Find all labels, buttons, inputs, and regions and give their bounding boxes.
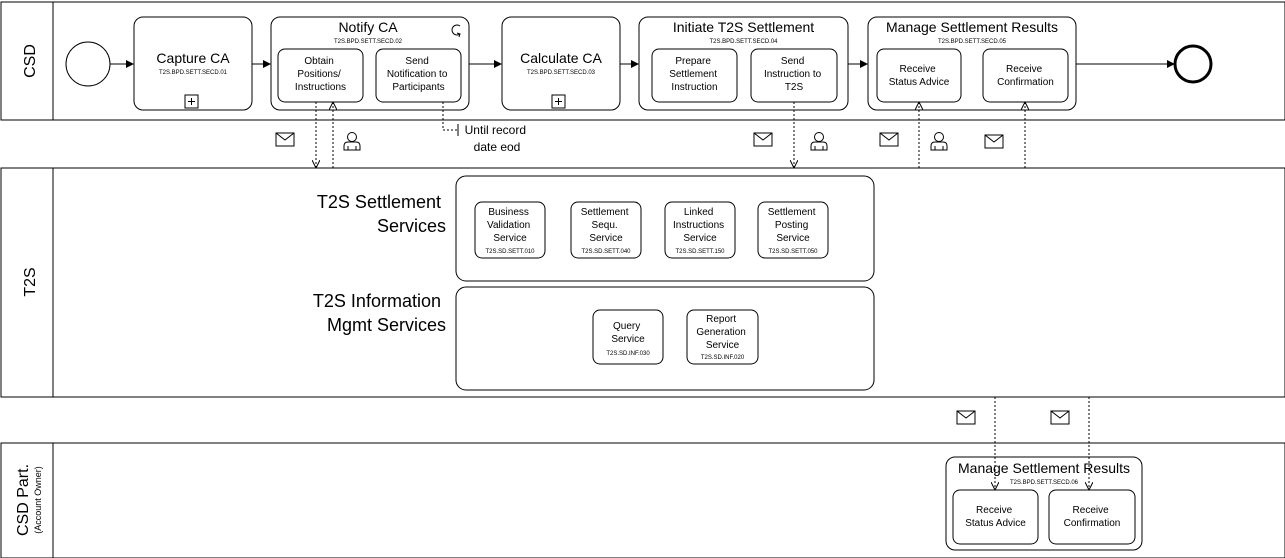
message-flows — [316, 102, 1089, 489]
svg-text:Until record date eod: Until record date eod — [465, 123, 530, 154]
task-obtain-positions[interactable]: Obtain Positions/ Instructions — [277, 48, 364, 103]
subprocess-manage-settlement-results-csd[interactable]: Manage Settlement Results T2S.BPD.SETT.S… — [867, 16, 1077, 111]
subprocess-manage-settlement-results-participant[interactable]: Manage Settlement Results T2S.BPD.SETT.S… — [945, 456, 1143, 551]
subprocess-notify-ca[interactable]: Notify CA T2S.BPD.SETT.SECD.02 Obtain Po… — [270, 16, 470, 111]
notify-ca-title: Notify CA — [338, 19, 398, 35]
svg-text:T2S.SD.INF.020: T2S.SD.INF.020 — [701, 355, 745, 361]
svg-text:Obtain Positions/: Obtain Positions/ Instructions — [295, 56, 346, 93]
capture-ca-code: T2S.BPD.SETT.SECD.01 — [159, 70, 228, 76]
subprocess-initiate-t2s-settlement[interactable]: Initiate T2S Settlement T2S.BPD.SETT.SEC… — [638, 16, 849, 111]
start-event — [65, 41, 111, 87]
svg-text:T2S.SD.SETT.040: T2S.SD.SETT.040 — [581, 249, 631, 255]
service-linked-instructions[interactable]: Linked Instructions Service T2S.SD.SETT.… — [664, 201, 736, 259]
notify-ca-code: T2S.BPD.SETT.SECD.02 — [334, 39, 403, 45]
capture-ca-title: Capture CA — [156, 50, 230, 66]
message-envelope-icon — [275, 132, 295, 147]
task-send-notification[interactable]: Send Notification to Participants — [375, 48, 462, 103]
message-envelope-icon — [753, 132, 773, 147]
svg-text:Receive Confirmation: Receive Confirmation — [997, 64, 1054, 88]
loop-icon — [451, 24, 461, 38]
user-icon — [810, 132, 828, 151]
participant-manage-code: T2S.BPD.SETT.SECD.06 — [1010, 480, 1079, 486]
task-receive-confirmation[interactable]: Receive Confirmation — [982, 48, 1069, 103]
svg-text:Business Validation: Business Validation Service — [487, 207, 533, 244]
user-icon — [343, 132, 361, 151]
t2s-information-services-group — [455, 286, 875, 391]
svg-text:Settlement Sequ. S: Settlement Sequ. Service — [581, 207, 632, 244]
svg-text:Receive Status Advice: Receive Status Advice — [889, 64, 950, 88]
end-event — [1173, 44, 1213, 84]
svg-text:T2S.SD.SETT.010: T2S.SD.SETT.010 — [485, 249, 535, 255]
user-icon — [930, 132, 948, 151]
calculate-ca-code: T2S.BPD.SETT.SECD.03 — [527, 70, 596, 76]
task-participant-receive-confirmation[interactable]: Receive Confirmation — [1048, 489, 1136, 545]
initiate-title: Initiate T2S Settlement — [673, 19, 814, 35]
manage-code: T2S.BPD.SETT.SECD.05 — [938, 39, 1007, 45]
task-receive-status-advice[interactable]: Receive Status Advice — [876, 48, 962, 103]
service-settlement-posting[interactable]: Settlement Posting Service T2S.SD.SETT.0… — [757, 201, 829, 259]
message-envelope-icon — [879, 132, 899, 147]
task-participant-receive-status-advice[interactable]: Receive Status Advice — [952, 489, 1039, 545]
lane-label-csd: CSD — [22, 44, 39, 78]
annotation-until-record-date: Until record date eod — [442, 102, 530, 154]
message-envelope-icon — [1050, 410, 1070, 425]
svg-text:Report Generation: Report Generation Service — [696, 314, 748, 351]
lane-label-csd-part: CSD Part. — [15, 464, 32, 536]
service-business-validation[interactable]: Business Validation Service T2S.SD.SETT.… — [474, 201, 546, 259]
svg-text:Receive Confirmation: Receive Confirmation — [1064, 505, 1121, 529]
svg-text:T2S.SD.INF.030: T2S.SD.INF.030 — [606, 351, 650, 357]
svg-text:Send Instruction to: Send Instruction to T2S — [764, 56, 824, 93]
task-prepare-settlement-instruction[interactable]: Prepare Settlement Instruction — [651, 48, 738, 103]
subprocess-capture-ca[interactable]: Capture CA T2S.BPD.SETT.SECD.01 — [133, 16, 253, 111]
participant-manage-title: Manage Settlement Results — [958, 460, 1130, 476]
t2s-settlement-services-title: T2S Settlement Services — [317, 192, 446, 236]
svg-text:Send Notification to: Send Notification to Participants — [387, 56, 450, 93]
svg-text:Linked Instructions: Linked Instructions Service — [673, 207, 727, 244]
task-send-instruction-to-t2s[interactable]: Send Instruction to T2S — [750, 48, 838, 103]
svg-text:Prepare Settlement: Prepare Settlement Instruction — [669, 56, 720, 93]
subprocess-calculate-ca[interactable]: Calculate CA T2S.BPD.SETT.SECD.03 — [501, 16, 621, 111]
service-report-generation[interactable]: Report Generation Service T2S.SD.INF.020 — [686, 309, 759, 365]
t2s-information-services-title: T2S Information Mgmt Services — [313, 291, 446, 335]
svg-text:Receive Status Advice: Receive Status Advice — [965, 505, 1026, 529]
manage-title: Manage Settlement Results — [886, 19, 1058, 35]
svg-text:Settlement Posting: Settlement Posting Service — [768, 207, 819, 244]
service-settlement-sequ[interactable]: Settlement Sequ. Service T2S.SD.SETT.040 — [570, 201, 642, 259]
lane-label-t2s: T2S — [22, 267, 39, 296]
calculate-ca-title: Calculate CA — [520, 50, 602, 66]
initiate-code: T2S.BPD.SETT.SECD.04 — [709, 39, 778, 45]
svg-text:T2S.SD.SETT.150: T2S.SD.SETT.150 — [675, 249, 725, 255]
message-envelope-icon — [956, 410, 976, 425]
lane-label-account-owner: (Account Owner) — [33, 466, 43, 534]
service-query[interactable]: Query Service T2S.SD.INF.030 — [592, 309, 664, 365]
message-envelope-icon — [984, 134, 1004, 149]
svg-text:Query Service: Query Service — [611, 321, 645, 345]
svg-text:T2S.SD.SETT.050: T2S.SD.SETT.050 — [768, 249, 818, 255]
